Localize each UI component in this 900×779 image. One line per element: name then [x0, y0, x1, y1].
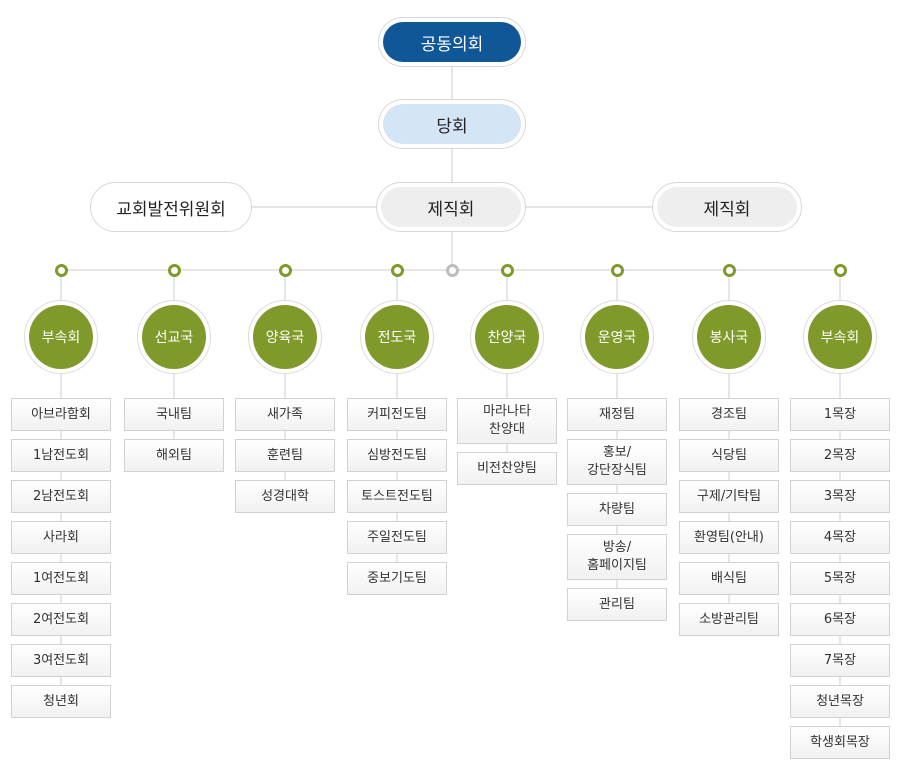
team-box: 학생회목장	[790, 726, 890, 759]
team-box: 1남전도회	[11, 439, 111, 472]
department-label: 운영국	[585, 305, 649, 369]
bus-dot-7	[833, 263, 847, 277]
bus-dot-6	[722, 263, 736, 277]
team-box: 소방관리팀	[679, 603, 779, 636]
team-box: 2목장	[790, 439, 890, 472]
team-box: 관리팀	[567, 588, 667, 621]
bus-dot-1	[167, 263, 181, 277]
deacons-council-right-node: 제직회	[652, 182, 802, 232]
department-node-4: 찬양국	[470, 300, 544, 374]
session-node: 당회	[378, 99, 526, 149]
bus-dot-2	[278, 263, 292, 277]
team-box: 훈련팀	[235, 439, 335, 472]
team-box: 재정팀	[567, 398, 667, 431]
department-label: 양육국	[253, 305, 317, 369]
team-box: 토스트전도팀	[347, 480, 447, 513]
department-node-7: 부속회	[803, 300, 877, 374]
team-box: 사라회	[11, 521, 111, 554]
team-box: 청년회	[11, 685, 111, 718]
team-box: 성경대학	[235, 480, 335, 513]
team-box: 구제/기탁팀	[679, 480, 779, 513]
team-box: 아브라함회	[11, 398, 111, 431]
bus-dot-4	[500, 263, 514, 277]
team-box: 7목장	[790, 644, 890, 677]
team-box: 중보기도팀	[347, 562, 447, 595]
team-box: 2남전도회	[11, 480, 111, 513]
department-label: 찬양국	[475, 305, 539, 369]
bus-dot-3	[390, 263, 404, 277]
team-box: 3여전도회	[11, 644, 111, 677]
department-node-0: 부속회	[24, 300, 98, 374]
team-box: 방송/ 홈페이지팀	[567, 534, 667, 580]
team-box: 해외팀	[124, 439, 224, 472]
team-box: 3목장	[790, 480, 890, 513]
department-node-2: 양육국	[248, 300, 322, 374]
team-box: 마라나타 찬양대	[457, 398, 557, 444]
session-label: 당회	[383, 104, 521, 144]
team-box: 배식팀	[679, 562, 779, 595]
team-box: 새가족	[235, 398, 335, 431]
team-box: 경조팀	[679, 398, 779, 431]
department-node-6: 봉사국	[692, 300, 766, 374]
team-box: 1목장	[790, 398, 890, 431]
team-box: 청년목장	[790, 685, 890, 718]
deacons-council-right-label: 제직회	[657, 187, 797, 227]
department-node-3: 전도국	[360, 300, 434, 374]
department-label: 선교국	[142, 305, 206, 369]
team-box: 4목장	[790, 521, 890, 554]
team-box: 심방전도팀	[347, 439, 447, 472]
bus-dot-0	[54, 263, 68, 277]
team-box: 홍보/ 강단장식팀	[567, 439, 667, 485]
team-box: 6목장	[790, 603, 890, 636]
deacons-council-label: 제직회	[381, 187, 521, 227]
team-box: 커피전도팀	[347, 398, 447, 431]
team-box: 국내팀	[124, 398, 224, 431]
development-committee-node: 교회발전위원회	[90, 182, 252, 232]
general-assembly-label: 공동의회	[383, 22, 521, 62]
department-label: 봉사국	[697, 305, 761, 369]
bus-dot-5	[610, 263, 624, 277]
team-box: 비전찬양팀	[457, 452, 557, 485]
deacons-council-node: 제직회	[376, 182, 526, 232]
department-node-1: 선교국	[137, 300, 211, 374]
team-box: 환영팀(안내)	[679, 521, 779, 554]
team-box: 5목장	[790, 562, 890, 595]
team-box: 1여전도회	[11, 562, 111, 595]
team-box: 식당팀	[679, 439, 779, 472]
team-box: 차량팀	[567, 493, 667, 526]
department-label: 전도국	[365, 305, 429, 369]
team-box: 주일전도팀	[347, 521, 447, 554]
bus-center-dot	[445, 263, 459, 277]
team-box: 2여전도회	[11, 603, 111, 636]
department-label: 부속회	[808, 305, 872, 369]
department-label: 부속회	[29, 305, 93, 369]
development-committee-label: 교회발전위원회	[95, 187, 247, 227]
general-assembly-node: 공동의회	[378, 17, 526, 67]
department-node-5: 운영국	[580, 300, 654, 374]
